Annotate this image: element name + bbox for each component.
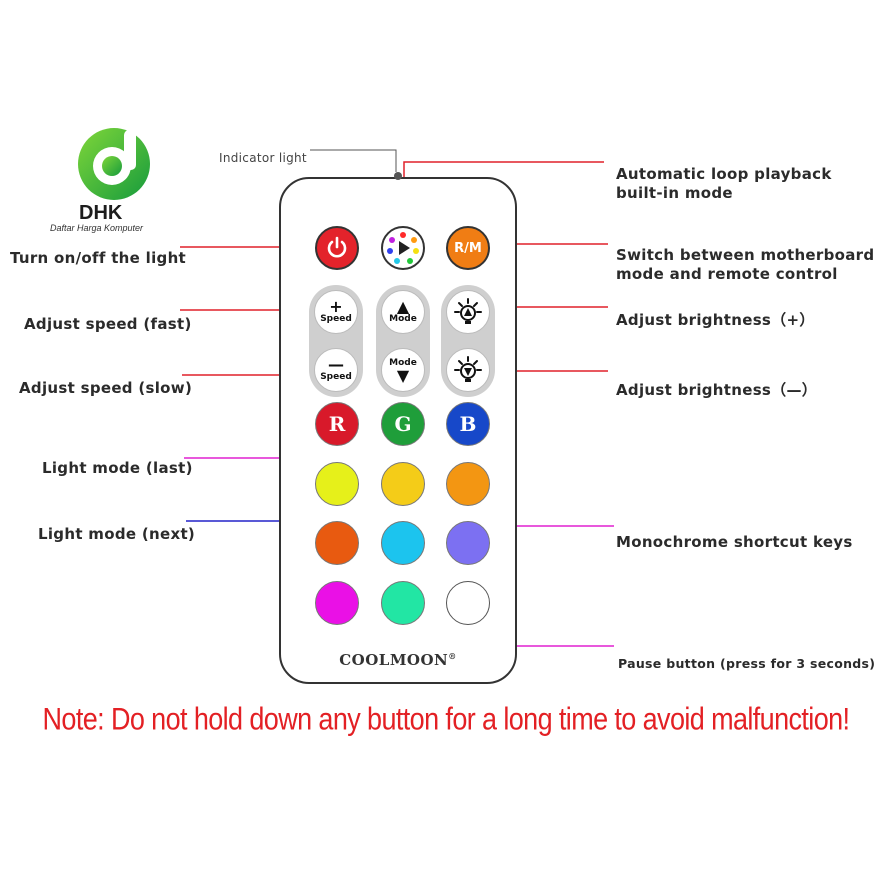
color-yellow-green-button[interactable]: [315, 462, 359, 506]
dhk-logo-name: DHK: [79, 202, 123, 224]
label-monochrome: Monochrome shortcut keys: [616, 533, 853, 551]
brightness-down-button[interactable]: [446, 348, 490, 392]
power-icon: [327, 236, 347, 258]
label-pause: Pause button (press for 3 seconds): [618, 656, 876, 671]
bulb-down-icon: [454, 356, 482, 382]
speed-up-label: Speed: [320, 313, 352, 324]
minus-icon: —: [328, 354, 344, 374]
dhk-logo: DHK Daftar Harga Komputer: [50, 124, 166, 233]
label-switch-mode: Switch between motherboard: [616, 246, 875, 264]
speed-up-button[interactable]: + Speed: [314, 290, 358, 334]
color-r-button[interactable]: R: [315, 402, 359, 446]
label-indicator-light: Indicator light: [219, 151, 307, 165]
mode-down-label: Mode: [389, 357, 417, 368]
color-g-label: G: [394, 412, 412, 436]
color-violet-button[interactable]: [446, 521, 490, 565]
auto-loop-button[interactable]: [381, 226, 425, 270]
color-yellow-button[interactable]: [381, 462, 425, 506]
speed-down-button[interactable]: — Speed: [314, 348, 358, 392]
bulb-up-icon: [454, 298, 482, 324]
brand-registered-mark: ®: [448, 651, 457, 661]
dhk-logo-subtitle: Daftar Harga Komputer: [50, 223, 144, 233]
leader-indicator: [310, 149, 397, 172]
speed-down-label: Speed: [320, 371, 352, 382]
label-speed-slow: Adjust speed (slow): [19, 379, 193, 397]
power-button[interactable]: [315, 226, 359, 270]
label-speed-fast: Adjust speed (fast): [24, 315, 192, 333]
mode-down-button[interactable]: Mode ▼: [381, 348, 425, 392]
color-white-button[interactable]: [446, 581, 490, 625]
rm-button[interactable]: R/M: [446, 226, 490, 270]
color-b-button[interactable]: B: [446, 402, 490, 446]
color-orange-button[interactable]: [446, 462, 490, 506]
color-magenta-button[interactable]: [315, 581, 359, 625]
brand-name: COOLMOON: [339, 651, 449, 669]
label-mode-next: Light mode (next): [38, 525, 196, 543]
mode-up-button[interactable]: ▲ Mode: [381, 290, 425, 334]
color-b-label: B: [459, 412, 477, 436]
label-power: Turn on/off the light: [10, 249, 187, 267]
label-brightness-down: Adjust brightness（—）: [616, 381, 818, 399]
play-loop-icon: [387, 232, 419, 264]
rm-button-label: R/M: [454, 240, 482, 256]
color-dark-orange-button[interactable]: [315, 521, 359, 565]
remote-brand: COOLMOON®: [279, 651, 517, 669]
label-switch-mode-2: mode and remote control: [616, 265, 838, 283]
plus-icon: +: [329, 296, 343, 316]
color-cyan-button[interactable]: [381, 521, 425, 565]
dhk-logo-icon: [78, 128, 150, 200]
warning-note: Note: Do not hold down any button for a …: [42, 701, 851, 737]
brightness-up-button[interactable]: [446, 290, 490, 334]
label-mode-last: Light mode (last): [42, 459, 193, 477]
pause-button[interactable]: [381, 581, 425, 625]
mode-up-label: Mode: [389, 313, 417, 324]
label-brightness-up: Adjust brightness（+）: [616, 311, 815, 329]
label-auto-loop-2: built-in mode: [616, 184, 733, 202]
label-auto-loop: Automatic loop playback: [616, 165, 832, 183]
indicator-light: [394, 172, 402, 180]
color-r-label: R: [328, 412, 346, 436]
triangle-up-icon: ▲: [396, 296, 410, 316]
triangle-down-icon: ▼: [396, 365, 410, 385]
color-g-button[interactable]: G: [381, 402, 425, 446]
